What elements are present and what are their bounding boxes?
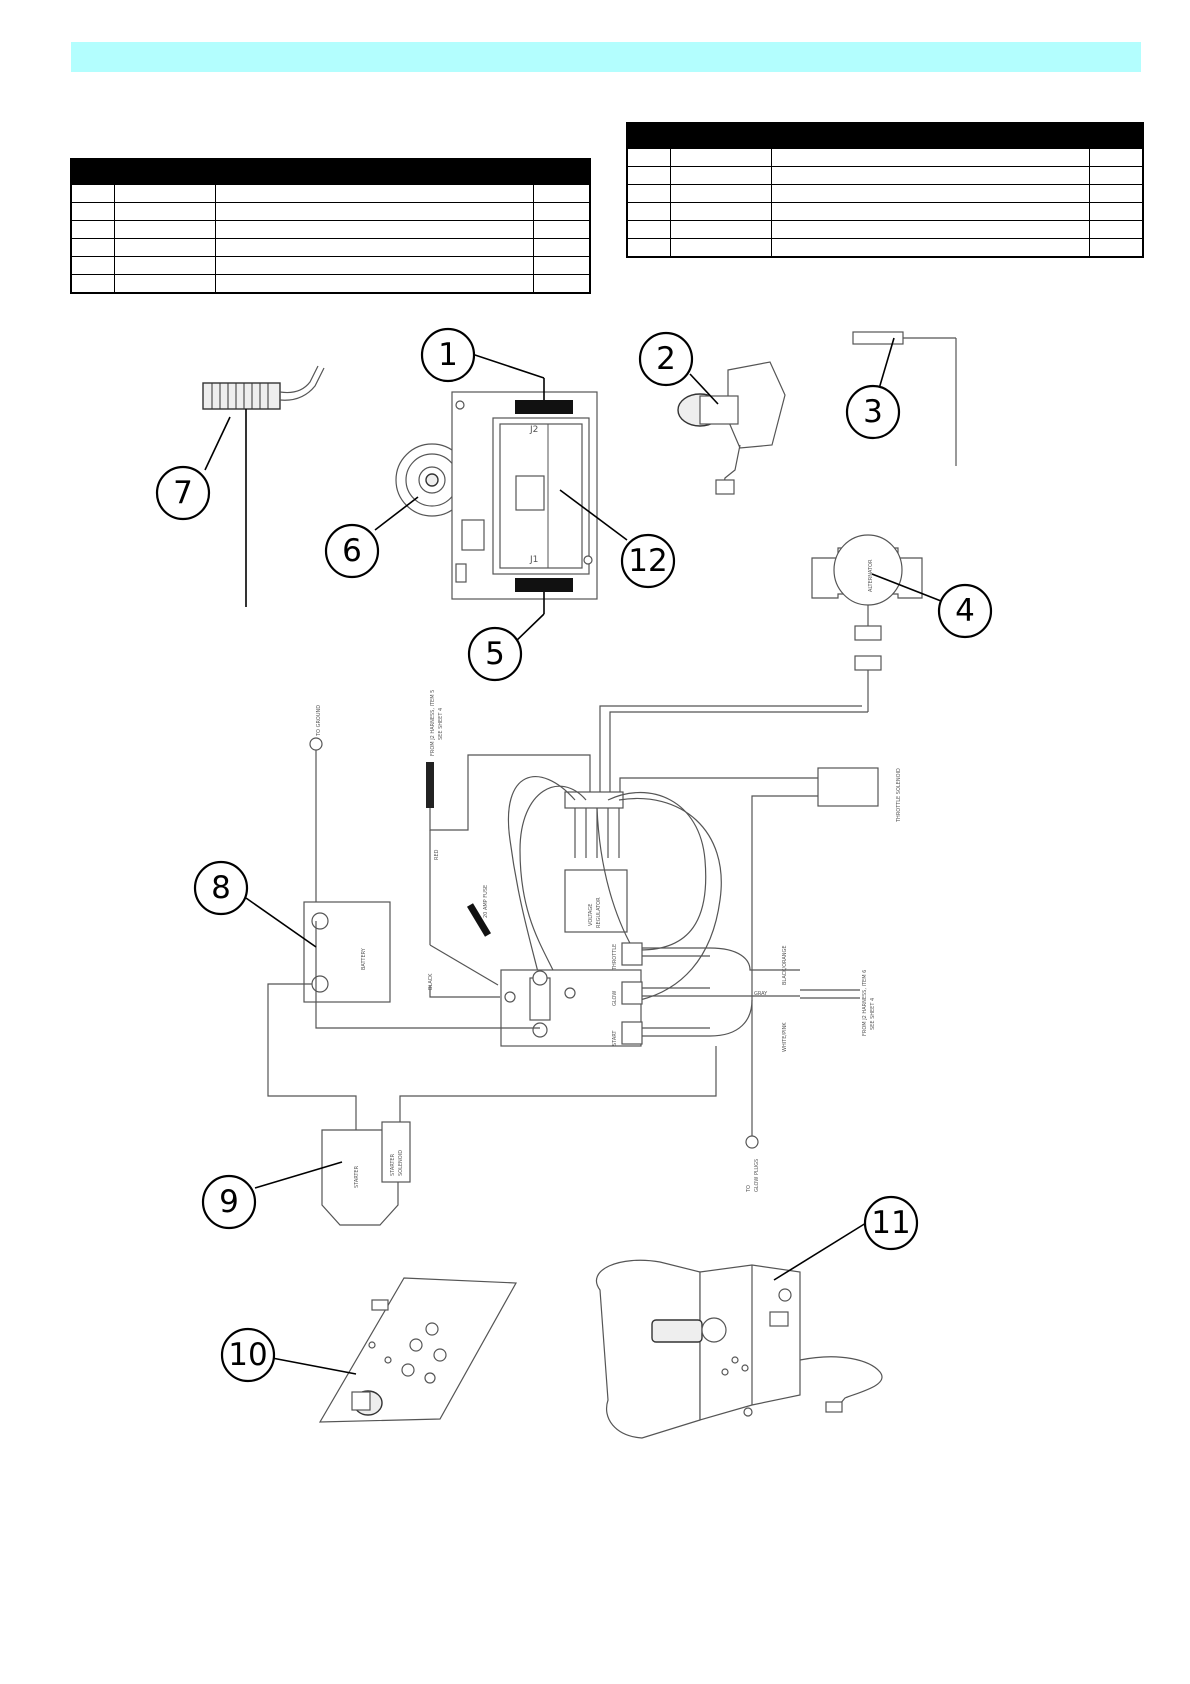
from-j2-harness-top-label-2: SEE SHEET 4 [438, 708, 444, 740]
callout-11: 11 [863, 1195, 919, 1251]
header-bar [71, 42, 1141, 72]
table-row [626, 202, 1144, 221]
proximity-sensor [202, 365, 325, 607]
callout-1: 1 [420, 327, 476, 383]
remote-pendant [595, 1259, 883, 1439]
parts-table-right [626, 122, 1144, 258]
gray-wire-label: GRAY [754, 991, 768, 997]
fuse-label: 20 AMP FUSE [483, 885, 489, 918]
svg-text:7: 7 [173, 475, 193, 511]
throttle-solenoid-label: THROTTLE SOLENOID [896, 768, 902, 823]
svg-text:8: 8 [211, 870, 231, 906]
voltage-regulator-label-1: VOLTAGE [588, 904, 594, 926]
red-wire-label: RED [434, 849, 440, 860]
to-glow-plugs-label-1: TO [746, 1185, 752, 1193]
j1-label: J1 [529, 555, 538, 565]
key-switch [677, 361, 786, 495]
callout-8: 8 [193, 860, 249, 916]
alternator-label: ALTERNATOR [868, 559, 874, 592]
svg-text:3: 3 [863, 394, 883, 430]
svg-text:10: 10 [228, 1337, 267, 1373]
table-header-row [627, 123, 1143, 149]
control-plate [318, 1277, 517, 1423]
from-j2-harness-top-label-1: FROM J2 HARNESS, ITEM 5 [430, 690, 436, 756]
table-row [626, 220, 1144, 239]
starter-solenoid-label-1: STARTER [390, 1153, 396, 1176]
to-glow-plugs-label-2: GLOW PLUGS [754, 1159, 760, 1192]
svg-text:6: 6 [342, 533, 362, 569]
black-orange-wire-label: BLACK/ORANGE [782, 945, 788, 985]
callout-9: 9 [201, 1174, 257, 1230]
svg-text:11: 11 [871, 1205, 910, 1241]
callout-6: 6 [324, 523, 380, 579]
alternator: ALTERNATOR [811, 534, 923, 712]
callout-2: 2 [638, 331, 694, 387]
table-header-row [71, 159, 590, 185]
throttle-relay-label: THROTTLE [612, 944, 618, 971]
svg-text:1: 1 [438, 337, 458, 373]
callout-7: 7 [155, 465, 211, 521]
svg-text:4: 4 [955, 593, 975, 629]
parts-table-left [70, 158, 591, 294]
from-j2-harness-right-label-2: SEE SHEET 4 [870, 998, 876, 1030]
starter-solenoid-label-2: SOLENOID [398, 1150, 404, 1176]
table-row [70, 238, 591, 257]
leader-lines [204, 337, 942, 1375]
callout-10: 10 [220, 1327, 276, 1383]
svg-text:2: 2 [656, 341, 676, 377]
table-row [70, 274, 591, 294]
cable-connector [852, 331, 957, 466]
j2-label: J2 [529, 425, 538, 435]
wiring-harness-schematic: TO GROUND FROM J2 HARNESS, ITEM 5 SEE SH… [267, 690, 902, 1226]
callout-3: 3 [845, 384, 901, 440]
callout-12: 12 [620, 533, 676, 589]
start-relay-label: START [612, 1030, 618, 1046]
svg-text:9: 9 [219, 1184, 239, 1220]
callout-5: 5 [467, 626, 523, 682]
white-pink-wire-label: WHITE/PINK [782, 1022, 788, 1052]
horn [395, 443, 475, 517]
black-wire-label: BLACK [428, 973, 434, 990]
control-module: J2 J1 [451, 391, 598, 600]
table-row [70, 202, 591, 221]
battery-label: BATTERY [361, 947, 367, 970]
glow-relay-label: GLOW [612, 991, 618, 1006]
voltage-regulator-label-2: REGULATOR [596, 897, 602, 928]
callout-4: 4 [937, 583, 993, 639]
svg-text:12: 12 [628, 543, 667, 579]
to-ground-label: TO GROUND [316, 705, 322, 737]
table-row [626, 238, 1144, 258]
starter-label: STARTER [354, 1165, 360, 1188]
table-row [70, 220, 591, 239]
from-j2-harness-right-label-1: FROM J2 HARNESS, ITEM 6 [862, 970, 868, 1036]
table-row [70, 256, 591, 275]
svg-text:5: 5 [485, 636, 505, 672]
